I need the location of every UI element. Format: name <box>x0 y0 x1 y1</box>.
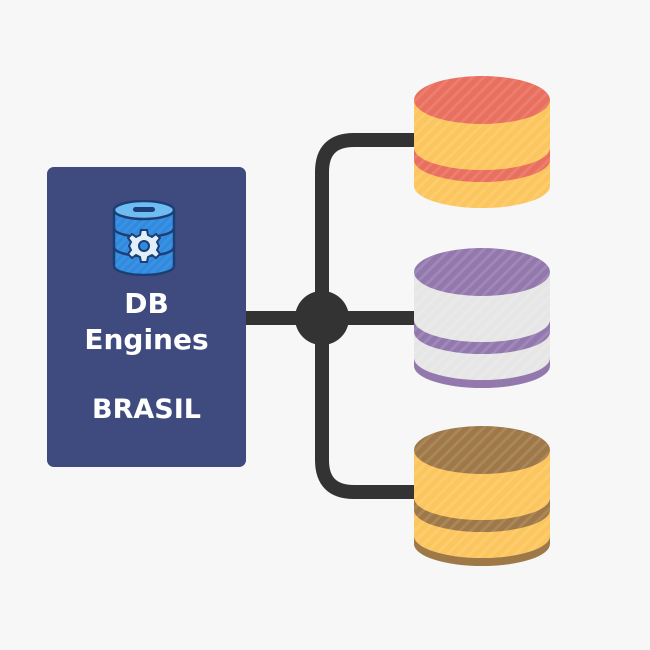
database-gear-icon <box>112 200 176 276</box>
logo-title-line-2: Engines <box>84 323 209 356</box>
logo-subtitle: BRASIL <box>92 394 201 425</box>
database-red-icon <box>414 76 550 208</box>
connector-hub <box>295 291 349 345</box>
connector-hub-to-db-bottom <box>315 318 416 499</box>
logo-card: DB Engines BRASIL <box>47 167 246 467</box>
database-purple-icon <box>414 248 550 388</box>
connector-hub-to-db-top <box>315 133 416 318</box>
database-brown-icon <box>414 426 550 566</box>
logo-title-line-1: DB <box>124 287 169 320</box>
